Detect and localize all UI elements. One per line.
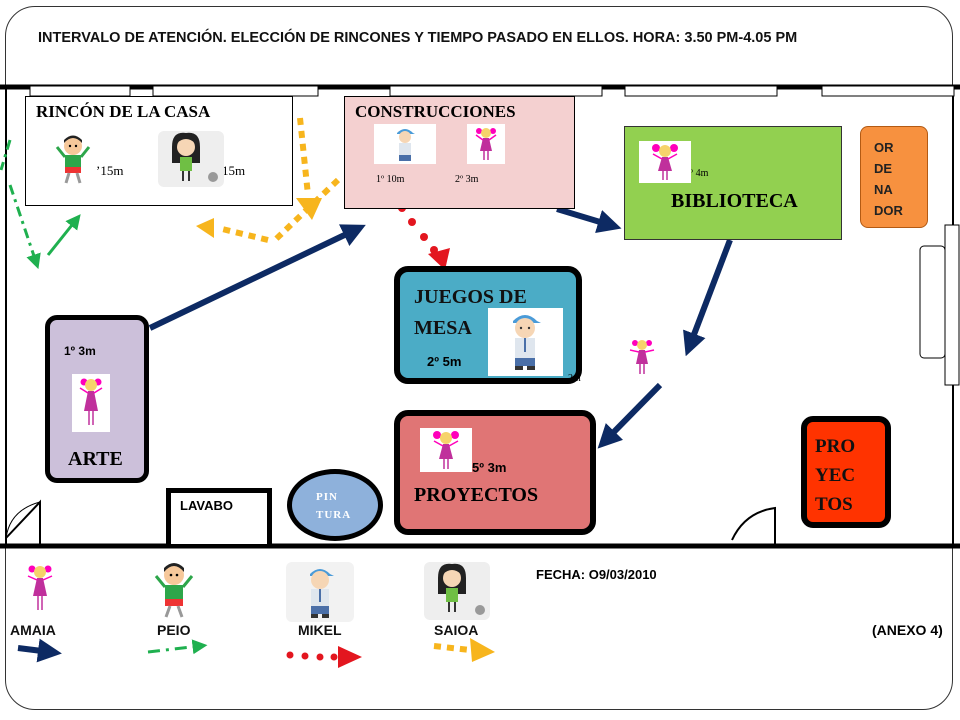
saioa-arrowhead <box>196 218 214 238</box>
legend-mikel-icon <box>286 562 354 622</box>
zone-title: PRO YEC TOS <box>815 436 856 515</box>
boy-cap-figure-icon <box>374 124 436 164</box>
zone-title: LAVABO <box>180 498 233 513</box>
time-label: 2º 3m <box>455 174 479 185</box>
window <box>152 85 319 97</box>
mikel-path-arrow <box>428 248 450 270</box>
girl-figure-icon <box>420 428 472 472</box>
window <box>944 224 960 386</box>
zone-title: RINCÓN DE LA CASA <box>36 102 211 121</box>
legend-mikel-dot <box>286 651 294 659</box>
legend-saioa-line <box>433 643 471 653</box>
fecha-label: FECHA: O9/03/2010 <box>536 567 657 582</box>
legend-name-amaia: AMAIA <box>10 622 56 638</box>
anexo-label: (ANEXO 4) <box>872 622 943 638</box>
girl-figure-icon <box>639 141 691 183</box>
window <box>29 85 131 97</box>
zone-pintura: PIN TURA <box>287 469 383 541</box>
page-title: INTERVALO DE ATENCIÓN. ELECCIÓN DE RINCO… <box>38 30 798 46</box>
boy-figure-icon <box>55 135 91 184</box>
time-label: 1º 10m <box>376 174 405 185</box>
zone-ordenador: OR DE NA DOR <box>860 126 928 228</box>
legend-peio-icon <box>154 563 194 618</box>
saioa-path-arrow <box>272 177 341 243</box>
legend-amaia-line <box>17 638 62 663</box>
saioa-path-arrow <box>297 117 311 196</box>
window <box>389 85 603 97</box>
zone-proyectos-corner: PRO YEC TOS <box>801 416 891 528</box>
amaia-path-arrow <box>556 206 622 234</box>
zone-title: JUEGOS DE MESA <box>414 286 527 339</box>
time-label: º 4m <box>690 168 709 179</box>
time-label: 2m <box>568 373 581 384</box>
amaia-path-arrow <box>683 238 733 357</box>
zone-title: ARTE <box>68 448 123 470</box>
zone-proyectos: 5º 3m PROYECTOS <box>394 410 596 535</box>
zone-lavabo: LAVABO <box>166 488 272 544</box>
legend-saioa-icon <box>424 562 490 620</box>
time-label: 2º 5m <box>427 354 462 369</box>
zone-title: CONSTRUCCIONES <box>355 102 516 121</box>
wall-panel <box>919 245 946 359</box>
legend-amaia-icon <box>27 565 53 610</box>
legend-mikel-arrowhead <box>338 646 362 668</box>
zone-title: BIBLIOTECA <box>671 190 798 212</box>
legend-peio-line <box>147 639 208 655</box>
peio-path-arrow <box>46 214 81 256</box>
girl-figure-icon <box>467 124 505 164</box>
legend-name-mikel: MIKEL <box>298 622 342 638</box>
time-label: 15m <box>222 163 246 178</box>
legend-name-saioa: SAIOA <box>434 622 479 638</box>
time-label: 5º 3m <box>472 460 507 475</box>
zone-title: PROYECTOS <box>414 484 539 506</box>
saioa-path-arrow <box>217 225 269 243</box>
time-label: 1º 3m <box>64 344 96 358</box>
peio-path-arrow <box>8 184 41 270</box>
legend-name-peio: PEIO <box>157 622 191 638</box>
zone-arte: 1º 3m ARTE <box>45 315 149 483</box>
door <box>731 506 776 546</box>
window <box>821 85 955 97</box>
time-label: ’15m <box>96 163 124 178</box>
peio-path-arrow <box>0 139 12 171</box>
amaia-path-arrow <box>597 382 663 449</box>
door <box>5 499 41 546</box>
mikel-path-dot <box>408 218 416 226</box>
girl-figure-icon <box>72 374 110 432</box>
window <box>624 85 778 97</box>
girl-hair-figure-icon <box>158 131 224 187</box>
mikel-path-dot <box>420 233 428 241</box>
zone-title: PIN TURA <box>316 491 352 521</box>
amaia-path-arrow <box>148 224 366 331</box>
legend-saioa-arrowhead <box>470 638 495 662</box>
boy-cap-figure-icon <box>488 308 563 376</box>
zone-title: OR DE NA DOR <box>874 140 903 218</box>
girl-figure-icon <box>629 340 655 374</box>
